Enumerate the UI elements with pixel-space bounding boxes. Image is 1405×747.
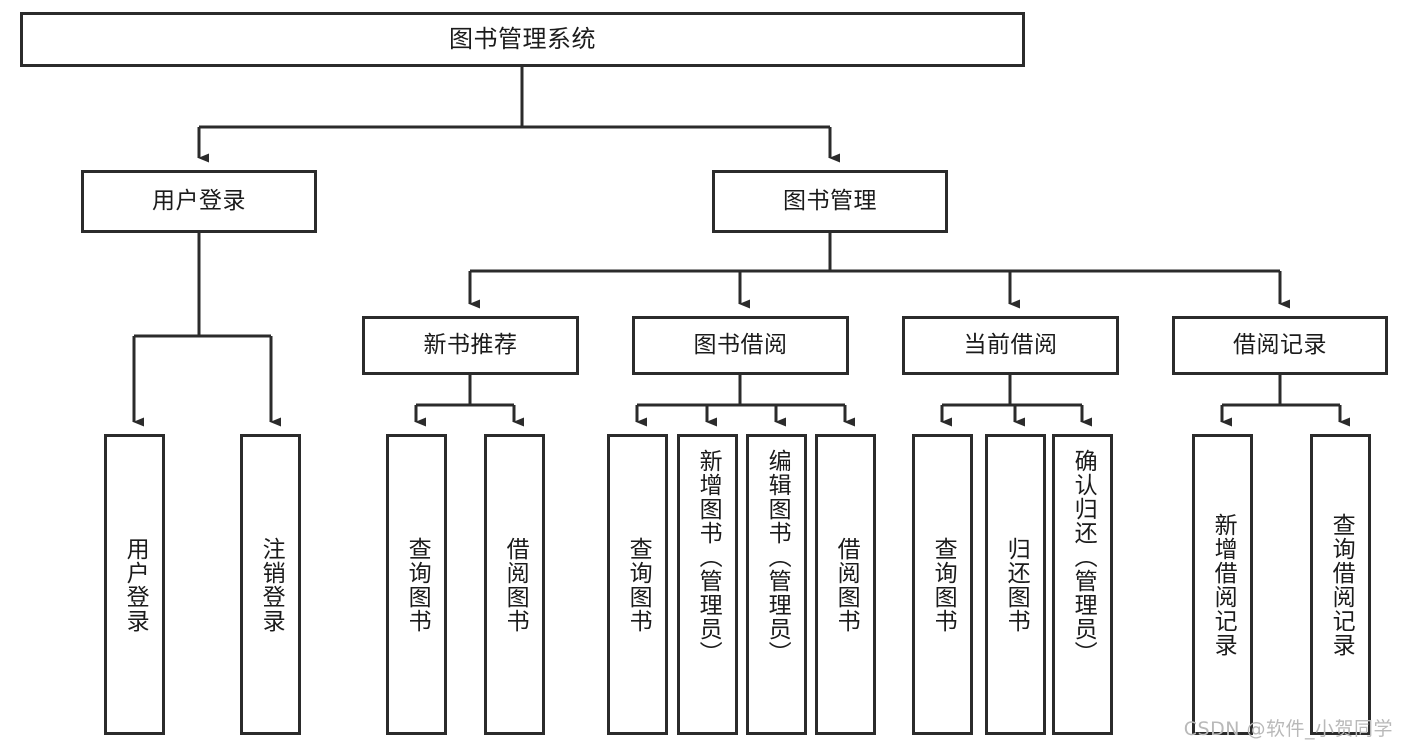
node-label: 图书管理 (783, 187, 877, 214)
edges-bookmanage-to-level3 (468, 233, 1290, 309)
node-leaf-add-borrow-record[interactable]: 新增借阅记录 (1192, 434, 1253, 735)
edges-newbook-to-leaves (414, 375, 524, 427)
node-label: 用户登录 (122, 536, 149, 633)
node-label: 新增借阅记录 (1210, 512, 1237, 657)
node-leaf-query-book-3[interactable]: 查询图书 (912, 434, 973, 735)
node-label: 注销登录 (258, 536, 285, 633)
edges-borrowrecord-to-leaves (1220, 375, 1350, 427)
edges-root-to-level2 (197, 67, 840, 163)
edges-bookborrow-to-leaves (635, 375, 855, 427)
node-label: 图书管理系统 (449, 25, 596, 54)
node-leaf-edit-book[interactable]: 编辑图书（管理员） (746, 434, 807, 735)
node-leaf-logout[interactable]: 注销登录 (240, 434, 301, 735)
node-leaf-borrow-book-1[interactable]: 借阅图书 (484, 434, 545, 735)
node-label: 图书借阅 (693, 331, 788, 358)
node-label: 确认归还（管理员） (1070, 449, 1097, 665)
node-book-borrow[interactable]: 图书借阅 (632, 316, 849, 375)
node-label: 查询借阅记录 (1328, 512, 1355, 657)
node-label: 借阅记录 (1233, 331, 1327, 358)
node-leaf-query-book-2[interactable]: 查询图书 (607, 434, 668, 735)
node-book-manage[interactable]: 图书管理 (712, 170, 948, 233)
node-leaf-add-book[interactable]: 新增图书（管理员） (677, 434, 738, 735)
node-label: 查询图书 (404, 536, 431, 633)
node-leaf-return-book[interactable]: 归还图书 (985, 434, 1046, 735)
edges-userlogin-to-leaves (132, 233, 281, 427)
node-label: 用户登录 (152, 187, 246, 214)
node-leaf-borrow-book-2[interactable]: 借阅图书 (815, 434, 876, 735)
node-label: 编辑图书（管理员） (764, 449, 791, 665)
node-label: 借阅图书 (502, 536, 529, 633)
node-label: 新书推荐 (423, 331, 518, 358)
node-borrow-record[interactable]: 借阅记录 (1172, 316, 1388, 375)
node-user-login[interactable]: 用户登录 (81, 170, 317, 233)
node-leaf-query-book-1[interactable]: 查询图书 (386, 434, 447, 735)
node-label: 归还图书 (1003, 536, 1030, 633)
node-current-borrow[interactable]: 当前借阅 (902, 316, 1119, 375)
node-root-system[interactable]: 图书管理系统 (20, 12, 1025, 67)
node-label: 借阅图书 (833, 536, 860, 633)
node-label: 查询图书 (930, 536, 957, 633)
node-leaf-user-login[interactable]: 用户登录 (104, 434, 165, 735)
node-label: 当前借阅 (963, 331, 1058, 358)
node-leaf-confirm-return[interactable]: 确认归还（管理员） (1052, 434, 1113, 735)
node-label: 查询图书 (625, 536, 652, 633)
edges-currentborrow-to-leaves (940, 375, 1092, 427)
node-new-book-recommend[interactable]: 新书推荐 (362, 316, 579, 375)
node-leaf-query-borrow-record[interactable]: 查询借阅记录 (1310, 434, 1371, 735)
node-label: 新增图书（管理员） (695, 449, 722, 665)
